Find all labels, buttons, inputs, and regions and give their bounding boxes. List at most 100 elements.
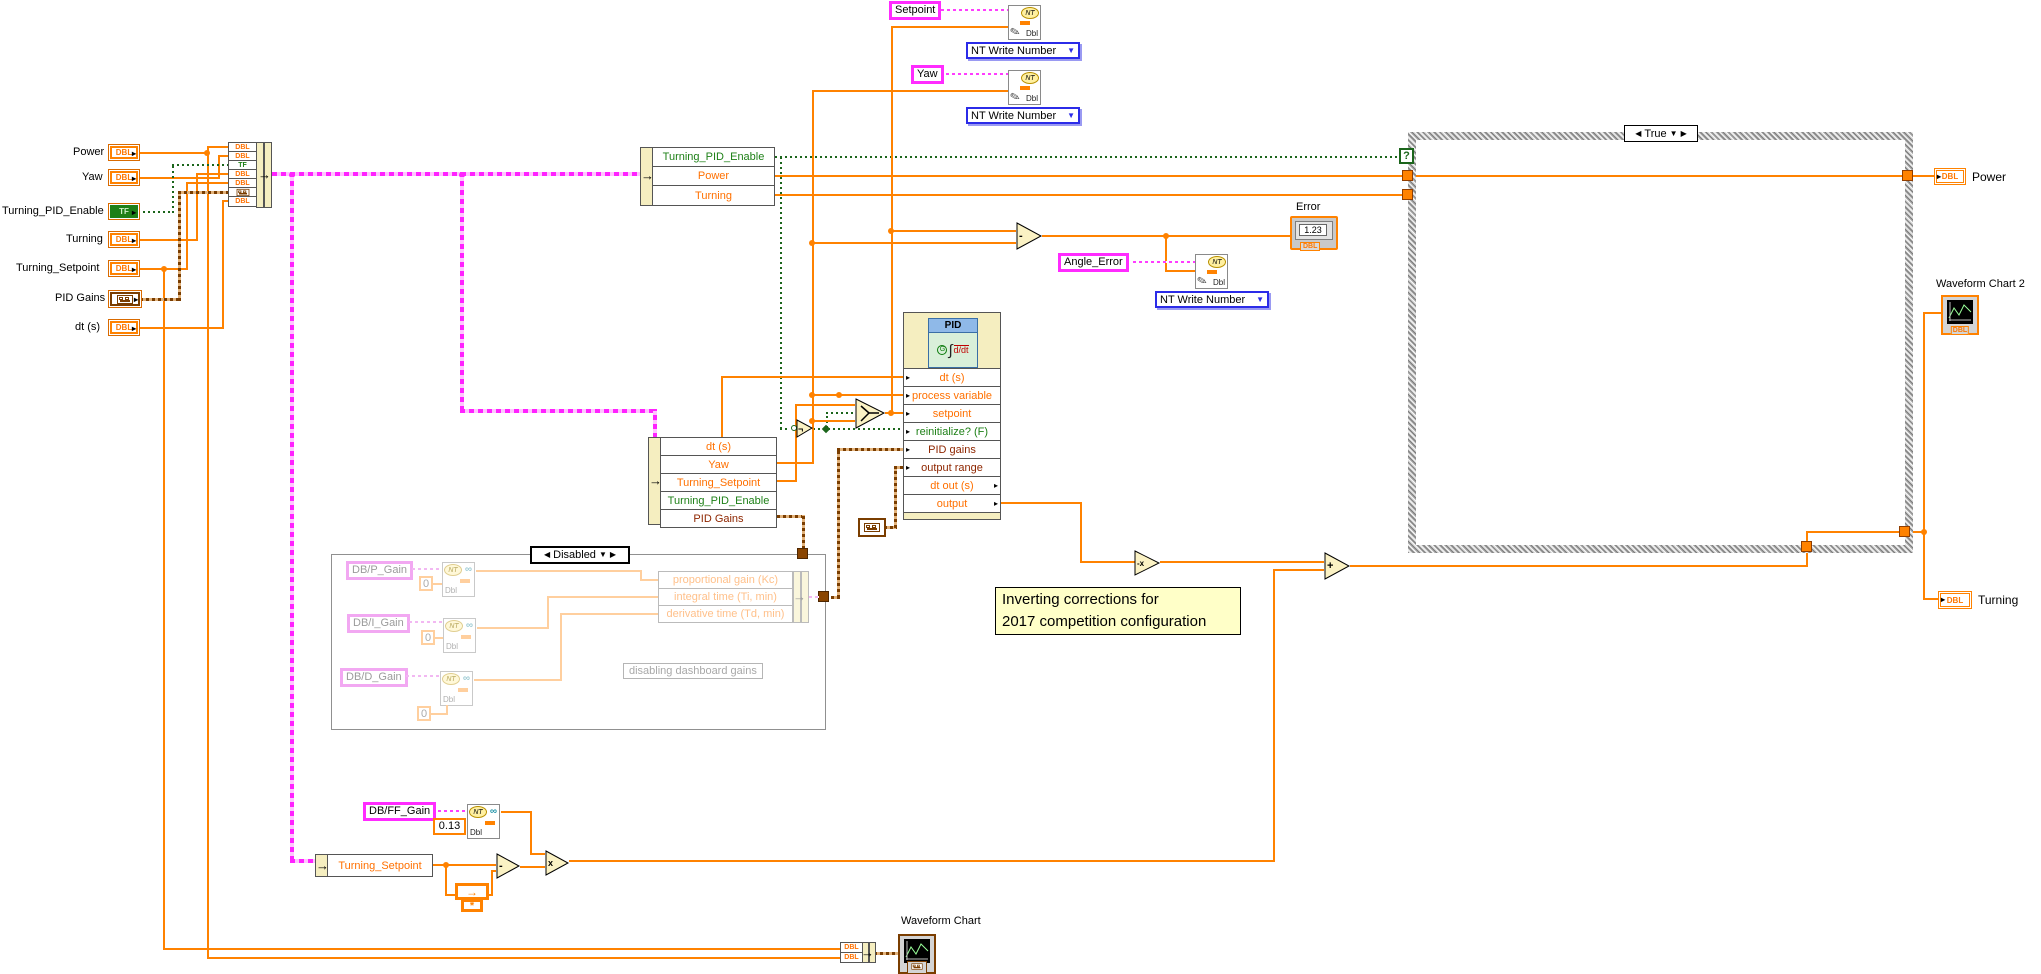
ff-constant[interactable]: 0.13	[433, 818, 466, 835]
nt-write-node[interactable]: NT ✎ Dbl	[1008, 70, 1041, 105]
add-node[interactable]: +	[1324, 552, 1351, 580]
wire	[520, 866, 545, 868]
wire	[178, 191, 228, 194]
wire	[826, 412, 855, 414]
dash-icon	[460, 579, 470, 583]
select-node[interactable]	[855, 398, 886, 429]
terminal-turning[interactable]: DBL▸	[108, 231, 140, 248]
wire	[460, 172, 464, 411]
nt-var-label-setpoint[interactable]: Setpoint	[889, 1, 942, 20]
not-node[interactable]: ¬	[791, 419, 814, 438]
wire	[941, 9, 1008, 11]
wire	[894, 466, 903, 469]
wire	[196, 173, 198, 241]
bundle-merge-icon: →	[861, 945, 874, 960]
dash-icon	[485, 821, 495, 825]
wire	[1000, 502, 1082, 504]
wire	[569, 860, 1275, 862]
case-selector-tunnel: ?	[1399, 148, 1414, 164]
nt-write-node[interactable]: NT ✎ Dbl	[1195, 254, 1228, 289]
error-indicator[interactable]: 1.23 DBL	[1290, 216, 1338, 251]
terminal-turning-setpoint[interactable]: DBL▸	[108, 260, 140, 277]
nt-write-node[interactable]: NT ✎ Dbl	[1008, 5, 1041, 40]
bundle-node-strip	[862, 942, 869, 963]
nt-read-node[interactable]: NT ∞ Dbl	[443, 618, 476, 653]
terminal-power[interactable]: DBL▸	[108, 144, 140, 161]
subtract-node[interactable]: -	[496, 853, 521, 879]
subtract-node[interactable]: -	[1016, 222, 1043, 250]
nt-var-label-p-gain[interactable]: DB/P_Gain	[346, 561, 414, 580]
wire	[946, 73, 1008, 75]
zero-constant[interactable]: 0	[421, 630, 435, 645]
output-power-terminal[interactable]: ▸DBL	[1934, 168, 1966, 185]
chart-label: Waveform Chart 2	[1936, 278, 2025, 290]
nt-read-node[interactable]: NT ∞ Dbl	[467, 804, 500, 839]
unbundle-row: Turning_PID_Enable	[652, 147, 775, 167]
wire	[1923, 312, 1943, 314]
output-turning-terminal[interactable]: ▸DBL	[1938, 591, 1972, 609]
next-case-icon[interactable]: ▶	[609, 550, 617, 559]
nt-var-label-yaw[interactable]: Yaw	[911, 65, 944, 84]
wire	[138, 152, 209, 154]
nt-read-node[interactable]: NT ∞ Dbl	[440, 671, 473, 706]
wire	[812, 90, 1008, 92]
prev-case-icon[interactable]: ◀	[543, 550, 551, 559]
wire	[207, 152, 209, 958]
nt-var-label-d-gain[interactable]: DB/D_Gain	[340, 668, 408, 687]
terminal-pid-gains[interactable]: ▸	[108, 290, 142, 308]
next-case-icon[interactable]: ▶	[1680, 128, 1687, 138]
nt-icon: NT	[442, 673, 460, 685]
nt-var-label-ff-gain[interactable]: DB/FF_Gain	[363, 802, 437, 821]
wire	[438, 810, 467, 812]
wire	[777, 480, 797, 482]
wire	[891, 230, 1016, 232]
wire	[1923, 598, 1940, 600]
wire	[218, 155, 220, 179]
gains-bundle-strip	[793, 571, 801, 623]
nt-var-label-i-gain[interactable]: DB/I_Gain	[347, 614, 410, 633]
terminal-label: Yaw	[82, 171, 103, 183]
nt-var-label-angle-error[interactable]: Angle_Error	[1058, 253, 1129, 272]
unbundle-row: dt (s)	[660, 437, 777, 456]
terminal-turning-pid-enable[interactable]: TF▸	[108, 203, 140, 220]
feedback-initializer[interactable]: *	[461, 899, 483, 912]
pid-row: output range▸	[903, 458, 1001, 477]
chevron-down-icon: ▼	[1067, 111, 1075, 120]
wire	[172, 164, 174, 213]
waveform-chart-icon[interactable]	[898, 934, 936, 974]
bundle-merge-icon: →	[793, 589, 806, 604]
feedback-node[interactable]: →	[455, 883, 489, 900]
multiply-node[interactable]: x	[545, 850, 570, 876]
dbl-type-text: DBL	[115, 148, 133, 157]
zero-constant[interactable]: 0	[419, 576, 433, 591]
zero-constant[interactable]: 0	[417, 706, 431, 721]
nt-write-number-dropdown[interactable]: NT Write Number▼	[966, 42, 1080, 59]
dash-icon	[458, 688, 468, 692]
disable-structure-selector[interactable]: ◀ Disabled ▼ ▶	[530, 546, 630, 564]
unbundle-row: PID Gains	[660, 509, 777, 528]
output-range-constant[interactable]	[858, 518, 886, 537]
wire	[446, 705, 448, 715]
terminal-dt[interactable]: DBL▸	[108, 319, 140, 336]
wire	[477, 627, 549, 629]
chevron-down-icon: ▼	[1256, 295, 1264, 304]
wire	[290, 172, 294, 861]
terminal-yaw[interactable]: DBL▸	[108, 169, 140, 186]
nt-write-number-dropdown[interactable]: NT Write Number▼	[1155, 291, 1269, 308]
case-selector[interactable]: ◀ True ▼ ▶	[1624, 125, 1698, 142]
wire	[406, 675, 440, 677]
prev-case-icon[interactable]: ◀	[1635, 128, 1642, 138]
terminal-label: PID Gains	[55, 292, 106, 304]
pid-row: process variable▸	[903, 386, 1001, 405]
terminal-arrow-icon: ▸	[131, 174, 136, 183]
wire	[460, 409, 656, 413]
pid-row: dt out (s)▸	[903, 476, 1001, 495]
nt-write-number-dropdown[interactable]: NT Write Number▼	[966, 107, 1080, 124]
negate-node[interactable]: -x	[1134, 550, 1161, 576]
comment-note[interactable]: Inverting corrections for 2017 competiti…	[995, 587, 1241, 635]
wire	[1133, 261, 1195, 263]
nt-read-node[interactable]: NT ∞ Dbl	[442, 562, 475, 597]
wire	[178, 191, 181, 301]
waveform-chart-2-icon[interactable]: DBL	[1941, 295, 1979, 335]
wire	[1350, 565, 1808, 567]
